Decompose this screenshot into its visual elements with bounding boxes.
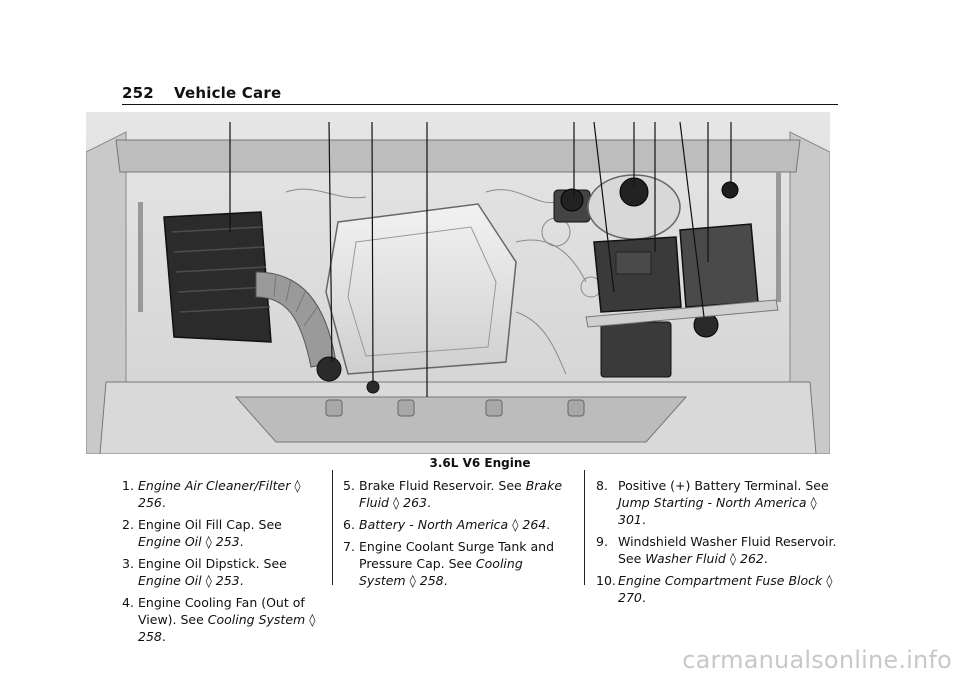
- ref-icon: ◊: [205, 534, 212, 549]
- ref-icon: ◊: [294, 478, 301, 493]
- engine-illustration: [86, 112, 830, 454]
- ref-icon: ◊: [826, 573, 833, 588]
- legend-item: 3. Engine Oil Dipstick. See Engine Oil ◊…: [122, 556, 287, 588]
- cross-reference-link[interactable]: Engine Air Cleaner/Filter: [138, 478, 291, 493]
- legend-item: 10. Engine Compartment Fuse Block ◊ 270.: [596, 573, 833, 605]
- watermark: carmanualsonline.info: [682, 646, 952, 674]
- legend-column-3: 8. Positive (+) Battery Terminal. See Ju…: [596, 477, 841, 611]
- legend-item: 9. Windshield Washer Fluid Reservoir. Se…: [596, 534, 837, 566]
- cross-reference-link[interactable]: Engine Oil: [138, 573, 202, 588]
- cross-reference-link[interactable]: Engine Compartment Fuse Block: [618, 573, 823, 588]
- page-number: 252: [122, 84, 154, 102]
- legend-item: 4. Engine Cooling Fan (Out of View). See…: [122, 595, 316, 644]
- cross-reference-link[interactable]: Jump Starting - North America: [618, 495, 807, 510]
- column-divider-1: [332, 470, 333, 585]
- ref-icon: ◊: [205, 573, 212, 588]
- ref-icon: ◊: [729, 551, 737, 566]
- cross-reference-link[interactable]: Battery - North America: [359, 517, 509, 532]
- legend-column-2: 5. Brake Fluid Reservoir. See Brake Flui…: [343, 477, 573, 594]
- ref-icon: ◊: [810, 495, 817, 510]
- legend-item: 6. Battery - North America ◊ 264.: [343, 517, 551, 532]
- cross-reference-link[interactable]: Cooling System: [359, 556, 523, 588]
- cross-reference-link[interactable]: Brake Fluid: [359, 478, 563, 510]
- ref-icon: ◊: [392, 495, 400, 510]
- cross-reference-link[interactable]: Washer Fluid: [645, 551, 726, 566]
- legend-item: 5. Brake Fluid Reservoir. See Brake Flui…: [343, 478, 563, 510]
- legend-item: 2. Engine Oil Fill Cap. See Engine Oil ◊…: [122, 517, 282, 549]
- column-divider-2: [584, 470, 585, 585]
- legend-column-1: 1. Engine Air Cleaner/Filter ◊ 256. 2. E…: [122, 477, 327, 650]
- ref-icon: ◊: [309, 612, 316, 627]
- figure-caption: 3.6L V6 Engine: [429, 456, 531, 470]
- ref-icon: ◊: [409, 573, 416, 588]
- cross-reference-link[interactable]: Engine Oil: [138, 534, 202, 549]
- page-header: 252 Vehicle Care: [122, 82, 838, 105]
- legend-item: 1. Engine Air Cleaner/Filter ◊ 256.: [122, 478, 301, 510]
- legend-item: 7. Engine Coolant Surge Tank and Pressur…: [343, 539, 555, 588]
- legend-item: 8. Positive (+) Battery Terminal. See Ju…: [596, 478, 829, 527]
- cross-reference-link[interactable]: Cooling System: [207, 612, 306, 627]
- ref-icon: ◊: [512, 517, 519, 532]
- section-title: Vehicle Care: [174, 84, 282, 102]
